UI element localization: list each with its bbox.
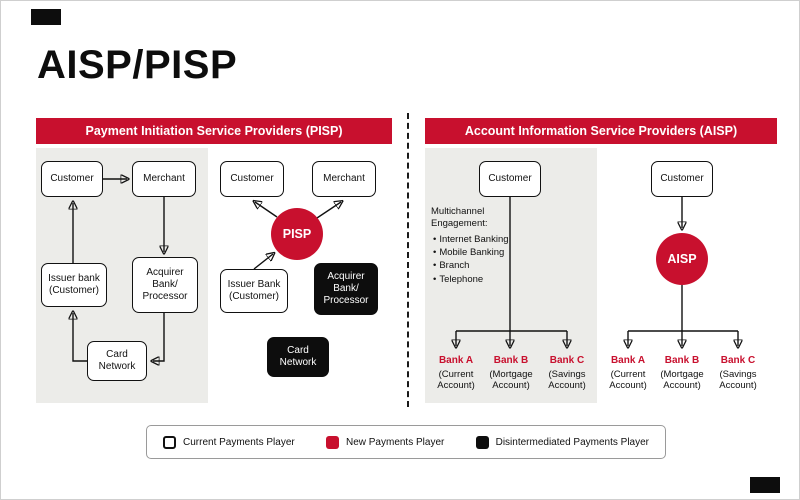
- bank-name: Bank B: [493, 355, 529, 366]
- bank-account: (Savings Account): [719, 368, 757, 392]
- aisp-current-bank-a: Bank A (Current Account): [429, 355, 483, 392]
- pisp-new-merchant-label: Merchant: [323, 173, 365, 184]
- legend-item-current: Current Payments Player: [163, 435, 295, 449]
- pisp-current-acquirer-label: Acquirer Bank/ Processor: [142, 267, 188, 302]
- aisp-panel-header-label: Account Information Service Providers (A…: [464, 124, 738, 138]
- page-title: AISP/PISP: [37, 43, 238, 87]
- aisp-current-bank-b: Bank B (Mortgage Account): [484, 355, 538, 392]
- legend-item-label: Current Payments Player: [183, 436, 295, 448]
- legend-item-disintermediated: Disintermediated Payments Player: [475, 435, 649, 449]
- legend-item-label: Disintermediated Payments Player: [495, 436, 649, 448]
- aisp-current-customer-label: Customer: [488, 173, 532, 184]
- bank-name: Bank A: [610, 355, 646, 366]
- current-player-swatch-icon: [163, 435, 176, 449]
- pisp-new-acquirer-disintermediated-node: Acquirer Bank/ Processor: [314, 263, 378, 315]
- pisp-current-acquirer-node: Acquirer Bank/ Processor: [132, 257, 198, 313]
- pisp-circle-node: PISP: [271, 208, 323, 260]
- pisp-new-issuer-bank-node: Issuer Bank (Customer): [220, 269, 288, 313]
- bank-name: Bank B: [664, 355, 700, 366]
- pisp-new-customer-node: Customer: [220, 161, 284, 197]
- bank-name: Bank C: [549, 355, 585, 366]
- bullet-icon: •: [433, 273, 437, 285]
- aisp-circle-label: AISP: [667, 252, 697, 266]
- engagement-item-label: Branch: [439, 260, 470, 272]
- bullet-icon: •: [433, 233, 437, 245]
- bank-account: (Current Account): [609, 368, 647, 392]
- pisp-new-card-network-disintermediated-node: Card Network: [267, 337, 329, 377]
- brand-mark-top-left: [31, 9, 61, 25]
- panel-divider-dashed-line: [407, 113, 409, 407]
- engagement-item: •Internet Banking: [433, 234, 509, 246]
- aisp-new-customer-label: Customer: [660, 173, 704, 184]
- pisp-new-customer-label: Customer: [230, 173, 274, 184]
- pisp-new-acquirer-label: Acquirer Bank/ Processor: [323, 271, 369, 306]
- pisp-new-merchant-node: Merchant: [312, 161, 376, 197]
- aisp-new-bank-c: Bank C (Savings Account): [711, 355, 765, 392]
- engagement-item-label: Telephone: [439, 273, 484, 285]
- bullet-icon: •: [433, 260, 437, 272]
- bank-name: Bank A: [438, 355, 474, 366]
- legend-item-new: New Payments Player: [325, 435, 445, 449]
- pisp-current-card-network-label: Card Network: [98, 349, 136, 372]
- bullet-icon: •: [433, 247, 437, 259]
- new-player-swatch-icon: [325, 435, 339, 449]
- pisp-panel-header: Payment Initiation Service Providers (PI…: [36, 118, 392, 144]
- aisp-new-customer-node: Customer: [651, 161, 713, 197]
- engagement-item: •Branch: [433, 260, 509, 272]
- bank-account: (Mortgage Account): [489, 368, 533, 392]
- pisp-current-issuer-bank-node: Issuer bank (Customer): [41, 263, 107, 307]
- pisp-current-customer-node: Customer: [41, 161, 103, 197]
- aisp-new-bank-b: Bank B (Mortgage Account): [655, 355, 709, 392]
- pisp-current-card-network-node: Card Network: [87, 341, 147, 381]
- aisp-new-bank-a: Bank A (Current Account): [601, 355, 655, 392]
- engagement-item-label: Mobile Banking: [439, 247, 505, 259]
- pisp-new-card-network-label: Card Network: [279, 345, 317, 368]
- bank-name: Bank C: [720, 355, 756, 366]
- multichannel-engagement-title: Multichannel Engagement:: [431, 206, 488, 230]
- aisp-current-bank-c: Bank C (Savings Account): [540, 355, 594, 392]
- pisp-panel-header-label: Payment Initiation Service Providers (PI…: [85, 124, 343, 138]
- legend: Current Payments Player New Payments Pla…: [146, 425, 666, 459]
- pisp-current-merchant-label: Merchant: [143, 173, 185, 184]
- bank-account: (Mortgage Account): [660, 368, 704, 392]
- disintermediated-player-swatch-icon: [475, 435, 489, 449]
- engagement-item: •Telephone: [433, 274, 509, 286]
- brand-mark-bottom-right: [750, 477, 780, 493]
- pisp-current-issuer-bank-label: Issuer bank (Customer): [48, 273, 100, 296]
- pisp-new-issuer-bank-label: Issuer Bank (Customer): [227, 279, 281, 302]
- aisp-panel-header: Account Information Service Providers (A…: [425, 118, 777, 144]
- engagement-item-label: Internet Banking: [439, 233, 509, 245]
- aisp-current-customer-node: Customer: [479, 161, 541, 197]
- engagement-item: •Mobile Banking: [433, 247, 509, 259]
- bank-account: (Current Account): [437, 368, 475, 392]
- bank-account: (Savings Account): [548, 368, 586, 392]
- aisp-circle-node: AISP: [656, 233, 708, 285]
- legend-item-label: New Payments Player: [345, 436, 445, 448]
- pisp-current-merchant-node: Merchant: [132, 161, 196, 197]
- pisp-current-customer-label: Customer: [50, 173, 94, 184]
- multichannel-engagement-block: Multichannel Engagement: •Internet Banki…: [431, 206, 509, 287]
- pisp-circle-label: PISP: [282, 227, 312, 241]
